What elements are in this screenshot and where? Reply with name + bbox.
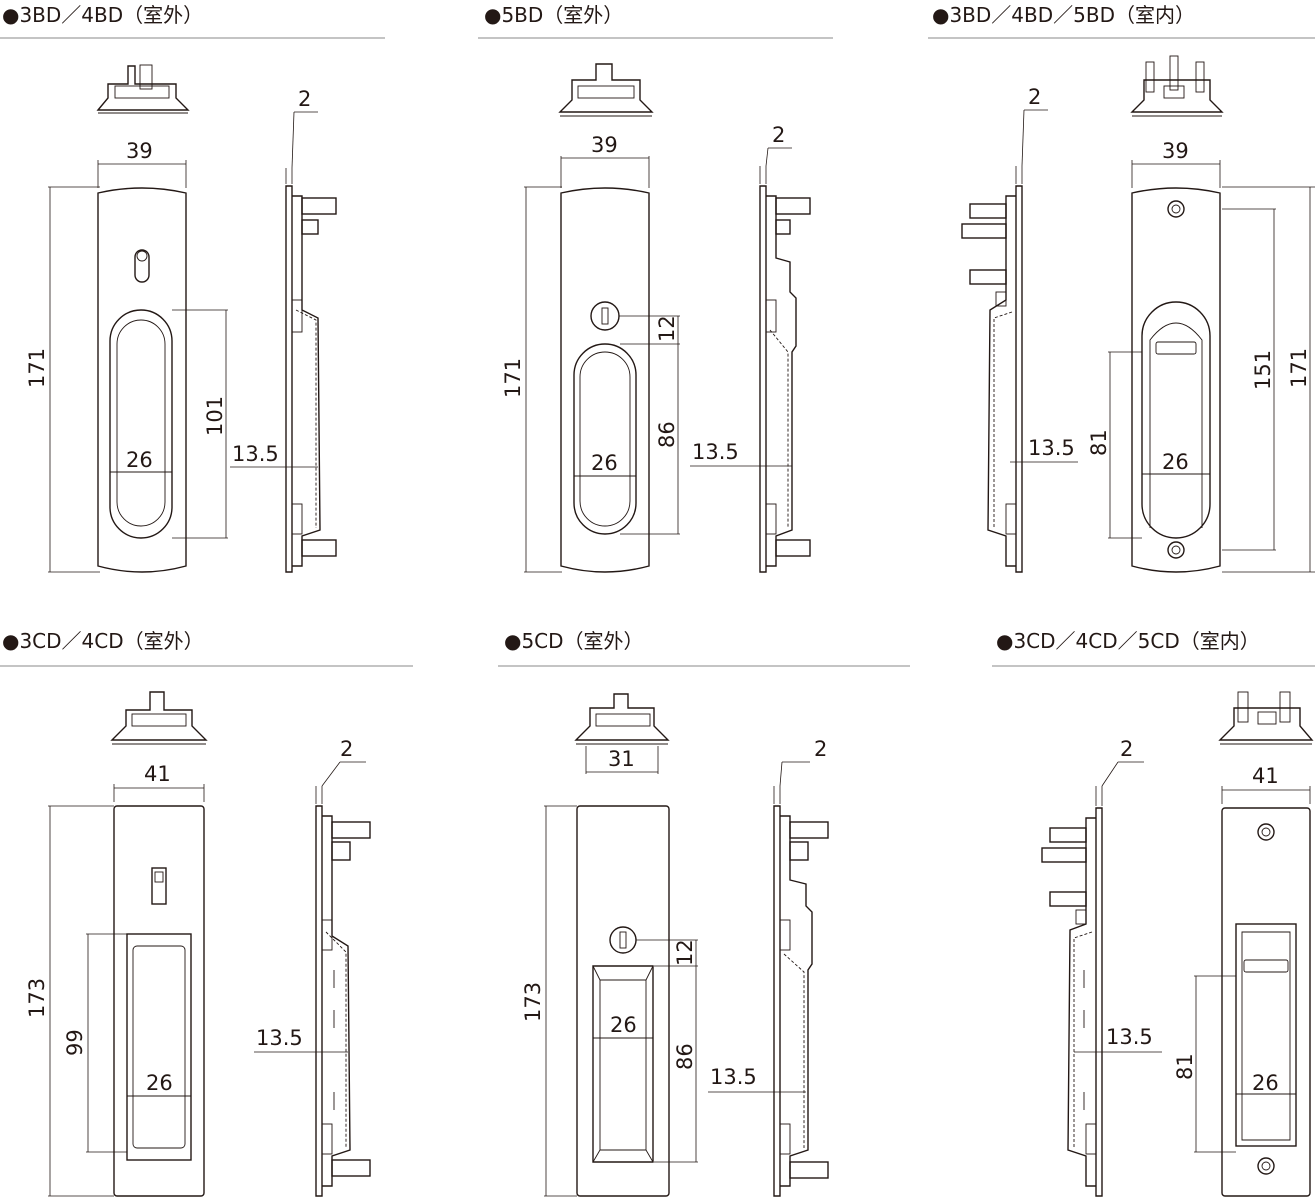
recess-label: 81 [1173, 1053, 1197, 1080]
top-view [110, 691, 208, 745]
top-view [96, 64, 190, 114]
recess-label: 86 [655, 421, 679, 448]
recess-label: 99 [63, 1029, 87, 1056]
width-label: 41 [144, 762, 171, 786]
side-view [759, 185, 811, 573]
grip-label: 26 [1162, 450, 1189, 474]
front-view [560, 187, 650, 573]
thickness-label: 2 [814, 737, 827, 761]
recess-label: 81 [1087, 429, 1111, 456]
recess-label: 101 [203, 396, 227, 436]
front-view [576, 805, 670, 1197]
front-view [97, 187, 187, 573]
top-view [1130, 55, 1224, 117]
height-label: 171 [1287, 348, 1311, 388]
section-3bd-4bd-outdoor: ●3BD／4BD（室外） 39 171 101 26 [0, 3, 385, 573]
key-offset-label: 12 [655, 315, 679, 342]
depth-label: 13.5 [710, 1065, 757, 1089]
width-label: 39 [1162, 139, 1189, 163]
grip-label: 26 [146, 1071, 173, 1095]
top-width-label: 31 [608, 747, 635, 771]
depth-label: 13.5 [256, 1026, 303, 1050]
height-label: 171 [501, 358, 525, 398]
grip-label: 26 [591, 451, 618, 475]
key-offset-label: 12 [673, 939, 697, 966]
section-title: ●5BD（室外） [484, 3, 623, 27]
inner-height-label: 151 [1251, 350, 1275, 390]
thickness-label: 2 [340, 737, 353, 761]
section-title: ●3BD／4BD（室外） [2, 3, 203, 27]
section-3cd-4cd-5cd-indoor: ●3CD／4CD／5CD（室内） 41 81 26 [992, 629, 1315, 1197]
width-label: 41 [1252, 764, 1279, 788]
side-view [315, 805, 371, 1197]
section-5bd-outdoor: ●5BD（室外） 39 171 12 86 26 [478, 3, 833, 573]
width-label: 39 [126, 139, 153, 163]
front-view [113, 805, 205, 1197]
thickness-label: 2 [1028, 85, 1041, 109]
grip-label: 26 [1252, 1071, 1279, 1095]
section-5cd-outdoor: ●5CD（室外） 31 173 12 [498, 629, 910, 1197]
height-label: 173 [25, 978, 49, 1018]
grip-label: 26 [126, 448, 153, 472]
thickness-label: 2 [772, 123, 785, 147]
thickness-label: 2 [298, 87, 311, 111]
section-title: ●3BD／4BD／5BD（室内） [932, 3, 1195, 27]
recess-label: 86 [673, 1043, 697, 1070]
top-view [1218, 691, 1314, 745]
section-title: ●5CD（室外） [504, 629, 644, 653]
top-view [558, 63, 654, 117]
side-view [961, 185, 1023, 573]
section-3cd-4cd-outdoor: ●3CD／4CD（室外） 41 173 99 26 [0, 629, 413, 1197]
side-view [1041, 807, 1103, 1197]
thickness-label: 2 [1120, 737, 1133, 761]
width-label: 39 [591, 133, 618, 157]
front-view [1221, 807, 1311, 1197]
depth-label: 13.5 [692, 440, 739, 464]
side-view [285, 185, 337, 573]
height-label: 173 [521, 982, 545, 1022]
section-title: ●3CD／4CD／5CD（室内） [996, 629, 1260, 653]
depth-label: 13.5 [1106, 1025, 1153, 1049]
depth-label: 13.5 [232, 442, 279, 466]
front-view [1131, 187, 1221, 573]
section-title: ●3CD／4CD（室外） [2, 629, 204, 653]
grip-label: 26 [610, 1013, 637, 1037]
top-view [574, 693, 670, 745]
section-3bd-4bd-5bd-indoor: ●3BD／4BD／5BD（室内） 39 171 [928, 3, 1315, 573]
height-label: 171 [25, 348, 49, 388]
side-view [773, 805, 829, 1197]
depth-label: 13.5 [1028, 436, 1075, 460]
